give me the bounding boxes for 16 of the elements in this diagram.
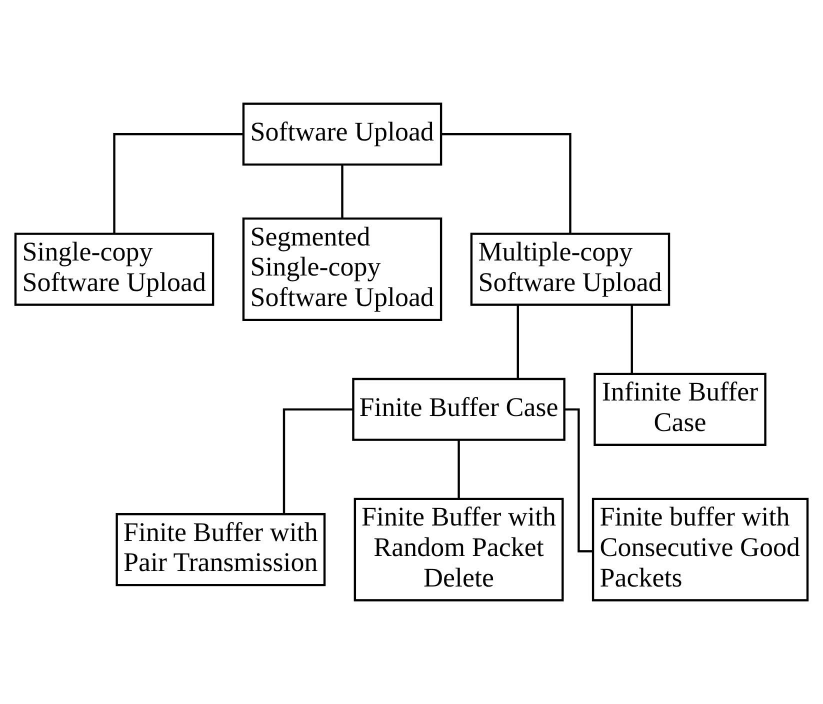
node-box: Single-copy Software Upload — [14, 232, 214, 306]
node-box: Infinite Buffer Case — [594, 372, 766, 446]
connector — [341, 164, 344, 219]
connector — [630, 305, 633, 374]
connector — [442, 133, 572, 234]
connector — [458, 440, 460, 499]
node-box: Finite Buffer with Random Packet Delete — [354, 498, 564, 602]
node-box: Finite Buffer with Pair Transmission — [116, 513, 326, 586]
node-box: Multiple-copy Software Upload — [470, 232, 670, 306]
node-box: Finite Buffer Case — [352, 378, 566, 441]
connector — [516, 305, 519, 379]
node-box: Finite buffer with Consecutive Good Packets — [592, 498, 809, 602]
connector — [113, 133, 243, 234]
node-box: Segmented Single-copy Software Upload — [242, 218, 442, 322]
connector — [282, 408, 354, 514]
node-box: Software Upload — [242, 102, 442, 166]
